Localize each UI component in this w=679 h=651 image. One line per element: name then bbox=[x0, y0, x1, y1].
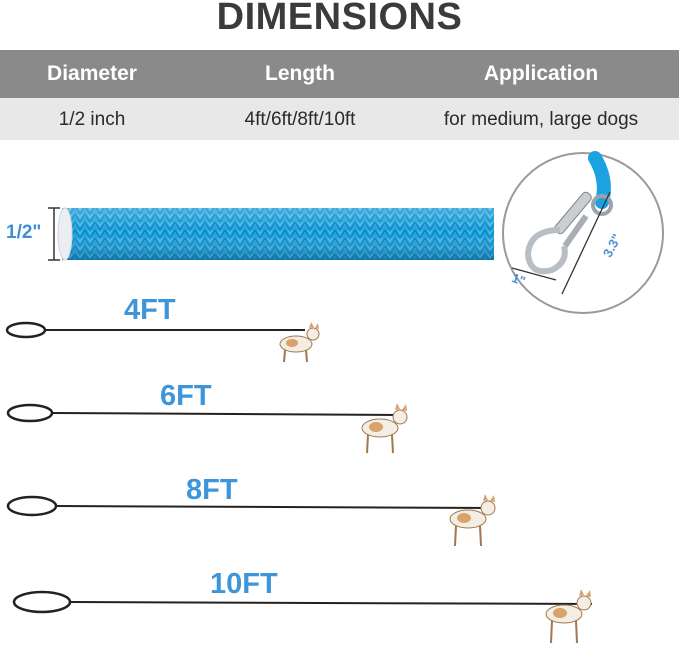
leash-4ft-label: 4FT bbox=[124, 294, 176, 326]
spec-table-row: 1/2 inch 4ft/6ft/8ft/10ft for medium, la… bbox=[0, 98, 679, 140]
value-diameter: 1/2 inch bbox=[58, 109, 126, 130]
header-application: Application bbox=[483, 62, 599, 85]
leash-4ft-image bbox=[5, 321, 320, 363]
leash-8ft-label: 8FT bbox=[186, 474, 238, 506]
header-length: Length bbox=[265, 62, 335, 85]
spec-table-header: Diameter Length Application bbox=[0, 50, 679, 98]
dog-icon bbox=[361, 403, 408, 454]
leash-10ft-image bbox=[12, 589, 593, 644]
dog-icon bbox=[449, 494, 496, 547]
header-diameter: Diameter bbox=[47, 62, 137, 85]
leash-6ft-label: 6FT bbox=[160, 380, 212, 412]
leash-6ft-image bbox=[6, 403, 408, 454]
dog-icon bbox=[545, 589, 592, 644]
rope-diameter-label: 1/2" bbox=[6, 222, 42, 243]
rope-segment-image bbox=[48, 207, 494, 261]
page-title: DIMENSIONS bbox=[216, 0, 463, 38]
value-application: for medium, large dogs bbox=[443, 109, 639, 130]
dog-icon bbox=[279, 322, 320, 363]
leash-8ft-image bbox=[6, 494, 496, 547]
leash-10ft-label: 10FT bbox=[210, 568, 278, 600]
value-length: 4ft/6ft/8ft/10ft bbox=[244, 109, 356, 130]
clip-detail-image bbox=[502, 151, 664, 314]
